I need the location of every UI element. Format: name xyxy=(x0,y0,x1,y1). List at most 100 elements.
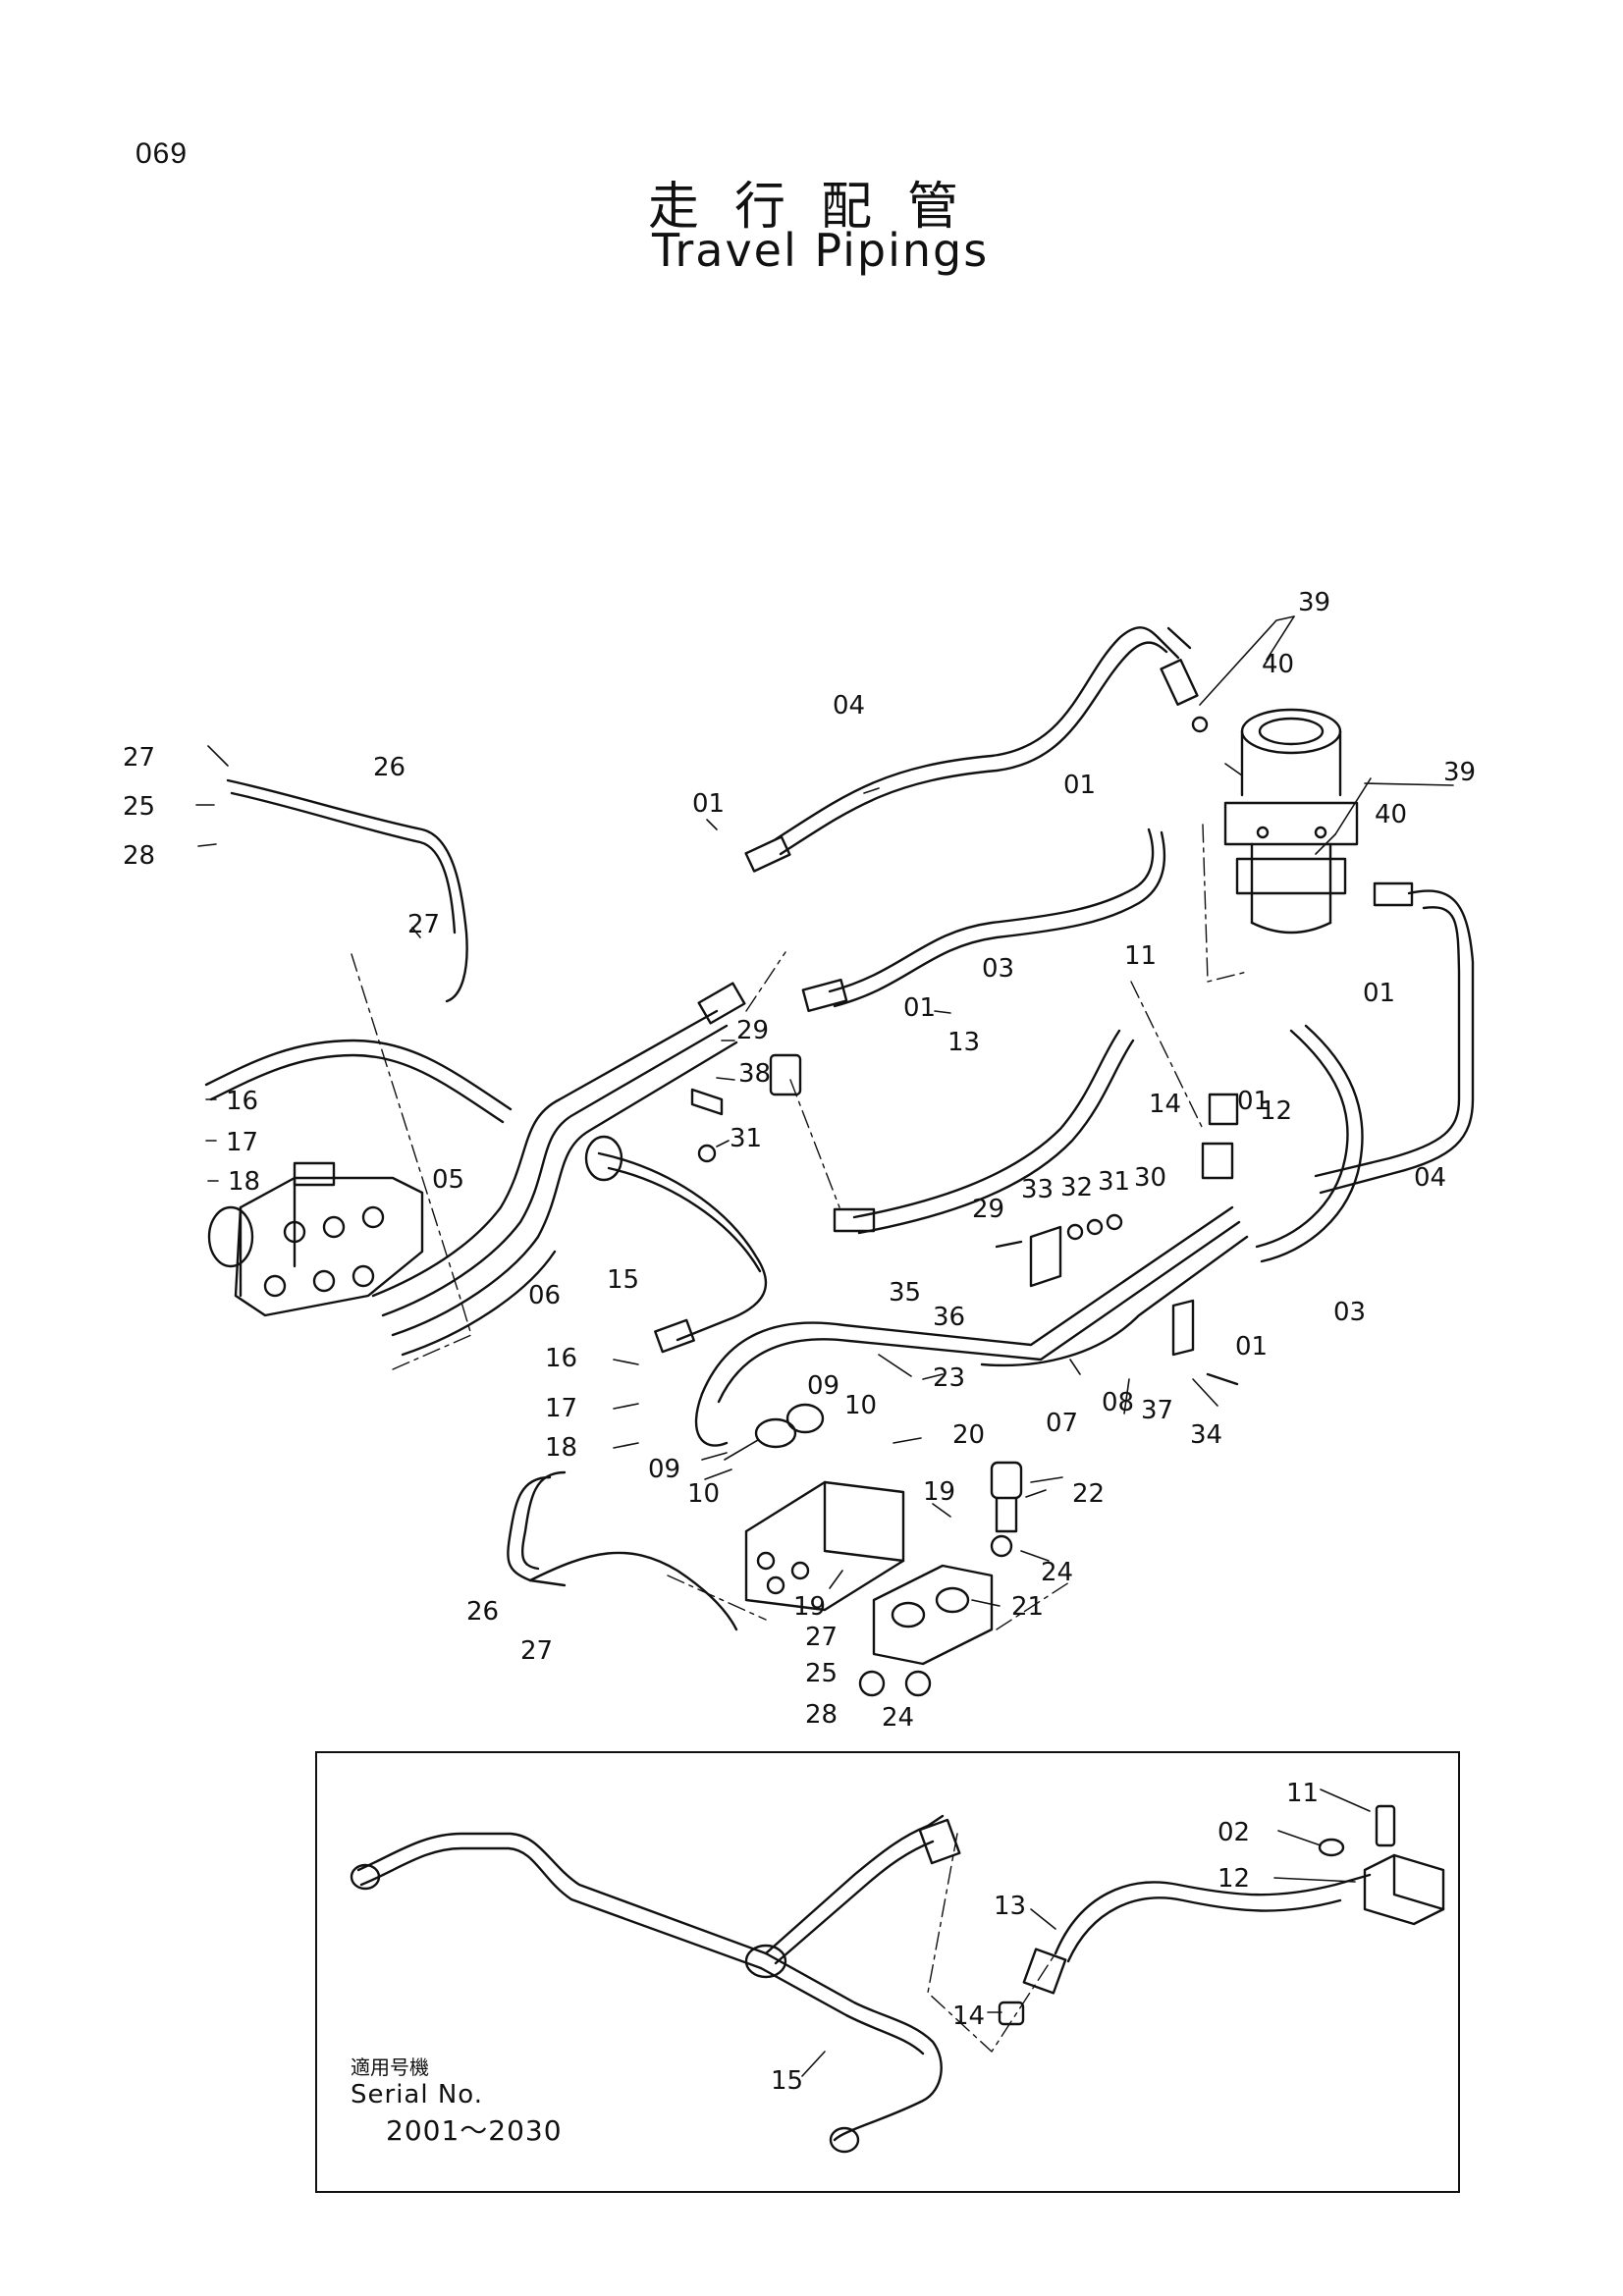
serial-label: Serial No. xyxy=(351,2080,483,2109)
callout-01-mid-right: 01 xyxy=(1237,1087,1270,1116)
callout-24-right: 24 xyxy=(1041,1558,1073,1587)
callout-25-lower: 25 xyxy=(805,1659,838,1688)
callout-36: 36 xyxy=(933,1303,965,1332)
callout-26-upper: 26 xyxy=(373,753,406,782)
leader-lines xyxy=(195,615,1454,1607)
callout-24-bottom: 24 xyxy=(882,1703,914,1733)
pipe-07-08 xyxy=(694,1205,1249,1447)
callout-28-upper: 28 xyxy=(123,841,155,871)
callout-11: 11 xyxy=(1124,941,1157,971)
serial-label-japanese: 適用号機 xyxy=(351,2056,429,2079)
callout-25-upper: 25 xyxy=(123,792,155,822)
callout-22: 22 xyxy=(1072,1479,1105,1509)
callout-04-right: 04 xyxy=(1414,1163,1446,1193)
callout-01-upper-left: 01 xyxy=(692,789,725,819)
callout-labels: 01 01 01 01 01 01 03 03 04 04 05 06 07 0… xyxy=(123,588,1476,2096)
callout-29-upper: 29 xyxy=(736,1016,769,1045)
hose-03-right xyxy=(1255,1024,1364,1263)
callout-13: 13 xyxy=(947,1028,980,1057)
callout-03-right: 03 xyxy=(1333,1298,1366,1327)
callout-29-lower: 29 xyxy=(972,1195,1004,1224)
inset-callout-12: 12 xyxy=(1217,1864,1250,1894)
callout-09-lower: 09 xyxy=(648,1455,680,1484)
inset-callout-11: 11 xyxy=(1286,1779,1319,1808)
hose-04-upper xyxy=(744,626,1192,873)
callout-16-upper: 16 xyxy=(226,1087,258,1116)
travel-control-valve xyxy=(207,1161,424,1317)
callout-40-right: 40 xyxy=(1375,800,1407,829)
callout-27-mid: 27 xyxy=(407,910,440,939)
serial-range: 2001〜2030 xyxy=(386,2114,563,2147)
manifold-block-20 xyxy=(744,1403,905,1612)
callout-31-right: 31 xyxy=(1098,1167,1130,1197)
callout-39-top: 39 xyxy=(1298,588,1330,617)
callout-38: 38 xyxy=(738,1059,771,1089)
inset-callout-02: 02 xyxy=(1217,1818,1250,1847)
inset-callout-15: 15 xyxy=(771,2066,803,2096)
pipe-15 xyxy=(584,1135,768,1354)
callout-07: 07 xyxy=(1046,1409,1078,1438)
serial-info: 適用号機 Serial No. 2001〜2030 xyxy=(351,2052,563,2149)
callout-04-upper: 04 xyxy=(833,691,865,721)
callout-01-right: 01 xyxy=(1363,979,1395,1008)
callout-01-upper-right: 01 xyxy=(1063,771,1096,800)
callout-34: 34 xyxy=(1190,1420,1222,1450)
hose-03-upper xyxy=(801,828,1166,1013)
callout-10-upper: 10 xyxy=(844,1391,877,1420)
callout-32: 32 xyxy=(1060,1173,1093,1202)
inset-callout-13: 13 xyxy=(994,1892,1026,1921)
flange-21 xyxy=(858,1564,994,1697)
callout-19-left: 19 xyxy=(793,1592,826,1622)
inset-dashdot-lines xyxy=(927,1833,1056,2053)
callout-10-lower: 10 xyxy=(687,1479,720,1509)
callout-28-lower: 28 xyxy=(805,1700,838,1730)
callout-21: 21 xyxy=(1011,1592,1044,1622)
callout-05: 05 xyxy=(432,1165,464,1195)
callout-33: 33 xyxy=(1021,1175,1054,1204)
clamp-fittings xyxy=(690,1053,1239,1386)
page-title-japanese: 走行配管 xyxy=(648,178,995,237)
hose-04-right xyxy=(1314,881,1475,1195)
assembly-dashdot-lines xyxy=(351,824,1248,1630)
inset-callout-14: 14 xyxy=(952,2002,985,2031)
callout-27-lower-right: 27 xyxy=(805,1623,838,1652)
callout-01-lower-right: 01 xyxy=(1235,1332,1268,1362)
callout-20: 20 xyxy=(952,1420,985,1450)
pipe-26-top xyxy=(226,778,468,1003)
fitting-39-top xyxy=(1160,659,1209,733)
callout-27-upper: 27 xyxy=(123,743,155,773)
callout-08: 08 xyxy=(1102,1388,1134,1417)
inset-block-12 xyxy=(1318,1804,1445,1926)
callout-30: 30 xyxy=(1134,1163,1166,1193)
callout-35: 35 xyxy=(889,1278,921,1308)
inset-hose-13 xyxy=(998,1873,1372,2026)
callout-17-upper: 17 xyxy=(226,1128,258,1157)
callout-26-lower: 26 xyxy=(466,1597,499,1627)
page-number: 069 xyxy=(135,137,189,170)
callout-37: 37 xyxy=(1141,1396,1173,1425)
callout-16-lower: 16 xyxy=(545,1344,577,1373)
pipe-05-06 xyxy=(371,982,746,1357)
inset-leader-lines xyxy=(801,1789,1371,2077)
callout-27-lower-left: 27 xyxy=(520,1636,553,1666)
callout-03-upper: 03 xyxy=(982,954,1014,984)
pipe-26-bottom xyxy=(507,1470,738,1631)
fitting-22 xyxy=(990,1461,1023,1558)
swivel-joint xyxy=(1223,708,1359,934)
callout-06: 06 xyxy=(528,1281,561,1310)
callout-40-top: 40 xyxy=(1262,650,1294,679)
callout-09-upper: 09 xyxy=(807,1371,839,1401)
serial-inset-box xyxy=(315,1751,1460,2193)
callout-23: 23 xyxy=(933,1363,965,1393)
callout-39-right: 39 xyxy=(1443,758,1476,787)
callout-17-lower: 17 xyxy=(545,1394,577,1423)
callout-14: 14 xyxy=(1149,1090,1181,1119)
callout-18-lower: 18 xyxy=(545,1433,577,1463)
callout-31-left: 31 xyxy=(730,1124,762,1153)
page-title-english: Travel Pipings xyxy=(652,224,990,277)
callout-01-center: 01 xyxy=(903,993,936,1023)
pipe-16-left xyxy=(204,1039,513,1124)
callout-19-right: 19 xyxy=(923,1477,955,1507)
callout-18-upper: 18 xyxy=(228,1167,260,1197)
